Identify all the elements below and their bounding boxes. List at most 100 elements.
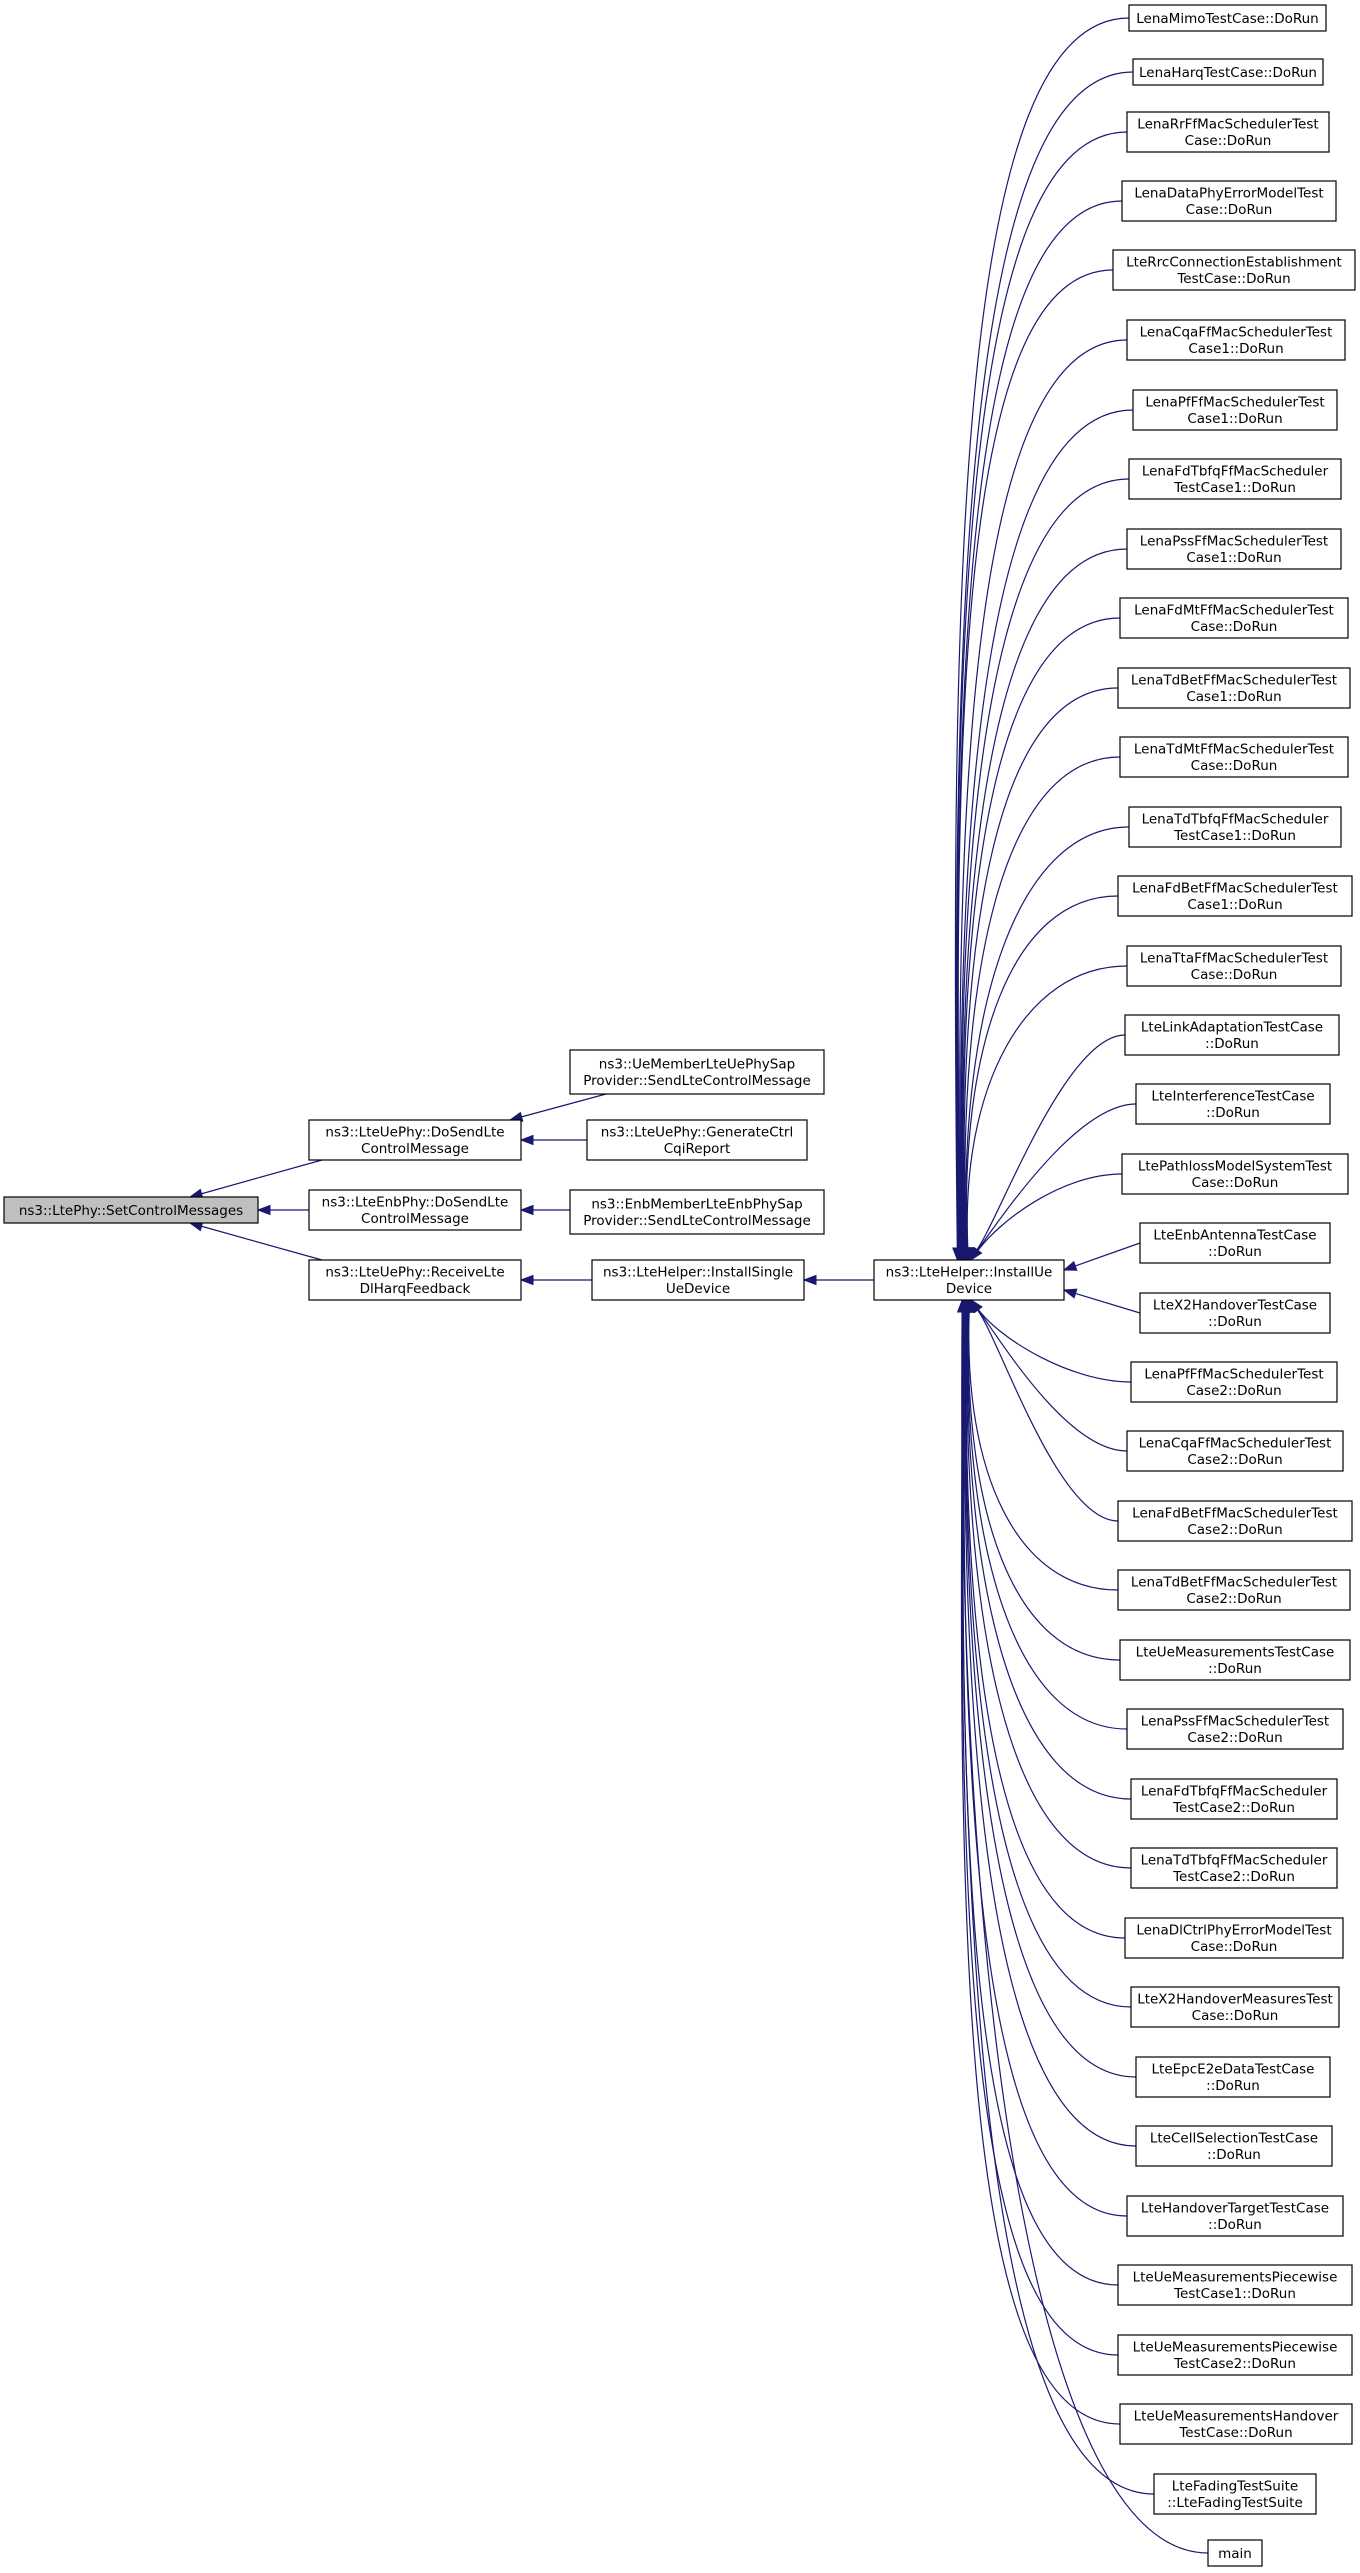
caller-node-25-label-line-2: ::DoRun [1208, 1661, 1262, 1677]
edge-caller-3-to-install [956, 131, 1128, 1249]
caller-node-35[interactable]: LteUeMeasurementsPiecewiseTestCase2::DoR… [1117, 2334, 1353, 2376]
caller-node-16-box [1124, 1014, 1340, 1056]
caller-node-38-box [1207, 2539, 1263, 2567]
edge-caller-5-to-install [957, 269, 1114, 1249]
node-install-label-line-1: ns3::LteHelper::InstallUe [886, 1265, 1053, 1281]
edge-install-to-single-arrowhead [802, 1274, 817, 1286]
caller-node-21-label-line-2: Case2::DoRun [1186, 1383, 1281, 1399]
caller-node-36-box [1119, 2403, 1353, 2445]
caller-node-18-label-line-1: LtePathlossModelSystemTest [1138, 1159, 1332, 1175]
edge-caller-14-to-install [965, 895, 1119, 1249]
caller-node-13-label-line-2: TestCase1::DoRun [1173, 828, 1296, 844]
caller-node-8-box [1128, 458, 1342, 500]
node-single-label-line-2: UeDevice [666, 1281, 730, 1297]
edge-caller-7-to-install [960, 409, 1134, 1249]
caller-node-36-label-line-2: TestCase::DoRun [1178, 2425, 1292, 2441]
caller-node-20-label-line-2: ::DoRun [1208, 1314, 1262, 1330]
caller-node-22-label-line-2: Case2::DoRun [1187, 1452, 1282, 1468]
caller-node-29-label-line-1: LenaDlCtrlPhyErrorModelTest [1136, 1923, 1331, 1939]
caller-node-31[interactable]: LteEpcE2eDataTestCase::DoRun [1135, 2056, 1331, 2098]
caller-node-16[interactable]: LteLinkAdaptationTestCase::DoRun [1124, 1014, 1340, 1056]
caller-node-1-label-line-1: LenaMimoTestCase::DoRun [1136, 11, 1319, 27]
caller-node-35-box [1117, 2334, 1353, 2376]
caller-node-25[interactable]: LteUeMeasurementsTestCase::DoRun [1119, 1639, 1351, 1681]
node-enb-dosend-box [308, 1189, 522, 1231]
node-ue-sap-label-line-2: Provider::SendLteControlMessage [583, 1073, 811, 1089]
caller-node-7-label-line-2: Case1::DoRun [1187, 411, 1282, 427]
caller-node-5[interactable]: LteRrcConnectionEstablishmentTestCase::D… [1112, 249, 1356, 291]
edge-ue-dosend-to-root [201, 1159, 323, 1195]
edge-caller-34-to-install [962, 1311, 1119, 2286]
caller-node-33[interactable]: LteHandoverTargetTestCase::DoRun [1126, 2195, 1344, 2237]
caller-node-14-label-line-1: LenaFdBetFfMacSchedulerTest [1132, 881, 1338, 897]
caller-node-34-label-line-1: LteUeMeasurementsPiecewise [1133, 2270, 1338, 2286]
node-enb-sap[interactable]: ns3::EnbMemberLteEnbPhySapProvider::Send… [569, 1189, 825, 1235]
edge-caller-8-to-install [960, 478, 1130, 1249]
edge-caller-28-to-install [966, 1311, 1132, 1869]
caller-node-25-box [1119, 1639, 1351, 1681]
edge-enb-sap-to-enb-dosend-arrowhead [519, 1204, 534, 1216]
node-ue-dosend-box [308, 1119, 522, 1161]
caller-node-1[interactable]: LenaMimoTestCase::DoRun [1128, 4, 1327, 32]
caller-node-5-label-line-2: TestCase::DoRun [1176, 271, 1290, 287]
caller-node-20[interactable]: LteX2HandoverTestCase::DoRun [1139, 1292, 1331, 1334]
edge-caller-33-to-install [963, 1311, 1128, 2217]
node-ue-sap[interactable]: ns3::UeMemberLteUePhySapProvider::SendLt… [569, 1049, 825, 1095]
node-ue-cqi-label-line-1: ns3::LteUePhy::GenerateCtrl [601, 1125, 793, 1141]
caller-node-2[interactable]: LenaHarqTestCase::DoRun [1132, 58, 1324, 86]
caller-node-21-box [1130, 1361, 1338, 1403]
node-enb-sap-label-line-1: ns3::EnbMemberLteEnbPhySap [591, 1197, 802, 1213]
caller-node-34[interactable]: LteUeMeasurementsPiecewiseTestCase1::DoR… [1117, 2264, 1353, 2306]
edge-caller-9-to-install [961, 548, 1128, 1249]
caller-node-18-box [1121, 1153, 1349, 1195]
caller-node-15-label-line-2: Case::DoRun [1191, 967, 1278, 983]
caller-node-5-box [1112, 249, 1356, 291]
edge-caller-22-to-install [977, 1309, 1128, 1452]
caller-node-38[interactable]: main [1207, 2539, 1263, 2567]
caller-node-7-label-line-1: LenaPfFfMacSchedulerTest [1145, 395, 1324, 411]
edge-caller-19-to-install [1075, 1242, 1141, 1267]
caller-node-17-label-line-1: LteInterferenceTestCase [1151, 1089, 1314, 1105]
caller-node-19[interactable]: LteEnbAntennaTestCase::DoRun [1139, 1222, 1331, 1264]
caller-node-37[interactable]: LteFadingTestSuite::LteFadingTestSuite [1153, 2473, 1317, 2515]
caller-node-32[interactable]: LteCellSelectionTestCase::DoRun [1135, 2125, 1333, 2167]
caller-node-17[interactable]: LteInterferenceTestCase::DoRun [1135, 1083, 1331, 1125]
root-node-setcontrolmessages[interactable]: ns3::LtePhy::SetControlMessages [3, 1196, 259, 1224]
caller-node-10-box [1119, 597, 1349, 639]
caller-node-38-label-line-1: main [1218, 2546, 1252, 2562]
edge-caller-23-to-install [976, 1309, 1119, 1522]
node-enb-dosend-label-line-1: ns3::LteEnbPhy::DoSendLte [322, 1195, 509, 1211]
node-ue-harq-box [308, 1259, 522, 1301]
caller-node-10-label-line-1: LenaFdMtFfMacSchedulerTest [1134, 603, 1334, 619]
edge-ue-sap-to-ue-dosend [521, 1093, 607, 1118]
